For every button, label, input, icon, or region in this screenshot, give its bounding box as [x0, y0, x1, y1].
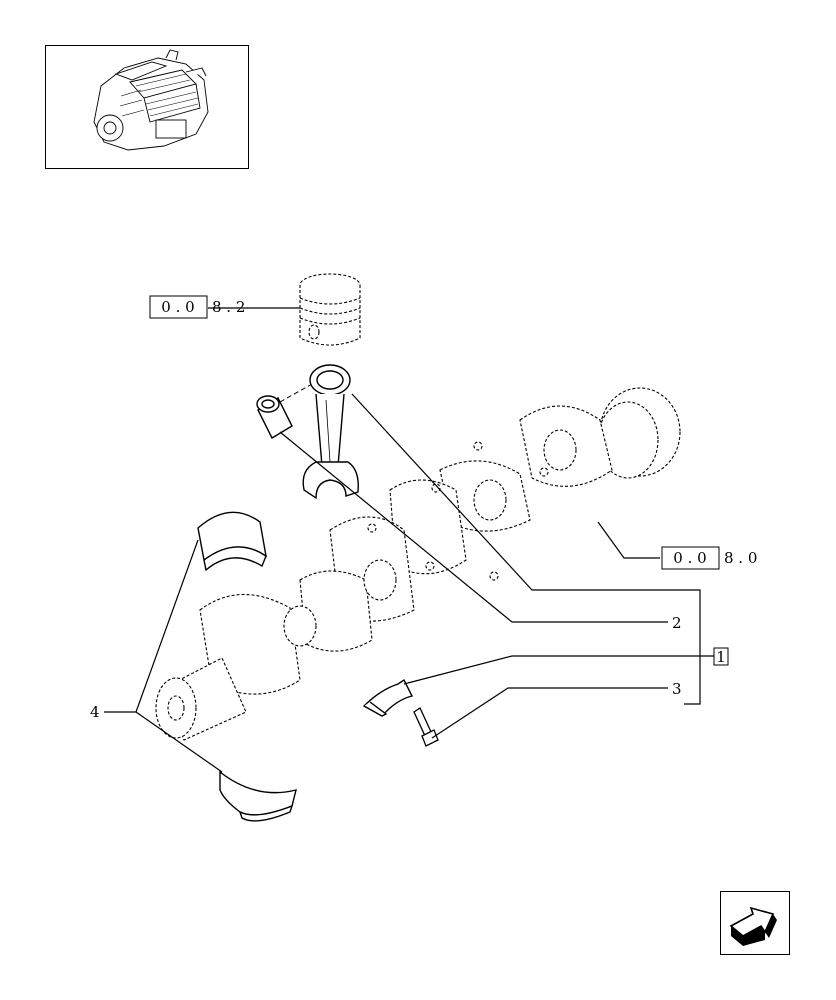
callout-3: 3 [672, 680, 682, 698]
ref-piston-rest: 8 . 2 [212, 298, 245, 316]
main-bearing-lower [219, 770, 297, 822]
arrow-turn-icon [729, 906, 777, 946]
engine-icon [93, 49, 209, 151]
ref-crankshaft-group[interactable]: 0 . 0 8 . 0 [661, 546, 757, 570]
ref-crank-boxed: 0 . 0 [673, 549, 706, 567]
ref-crank-rest: 8 . 0 [724, 549, 757, 567]
engine-thumbnail [45, 45, 249, 169]
callout-2: 2 [672, 614, 682, 632]
main-bearing-upper [197, 511, 267, 572]
callout-4: 4 [90, 703, 100, 721]
ref-piston-group[interactable]: 0 . 0 8 . 2 [149, 295, 245, 319]
ref-piston-boxed: 0 . 0 [161, 298, 194, 316]
rod-cap [362, 678, 414, 717]
connecting-rod [302, 364, 359, 500]
rod-bolt [413, 707, 439, 747]
bushing [256, 395, 293, 439]
crankshaft [155, 387, 681, 741]
leader-lines [104, 307, 714, 773]
callout-1-box [713, 647, 729, 666]
piston-outline [299, 273, 361, 346]
navigation-button[interactable] [720, 891, 790, 955]
callout-1: 1 [716, 648, 726, 666]
